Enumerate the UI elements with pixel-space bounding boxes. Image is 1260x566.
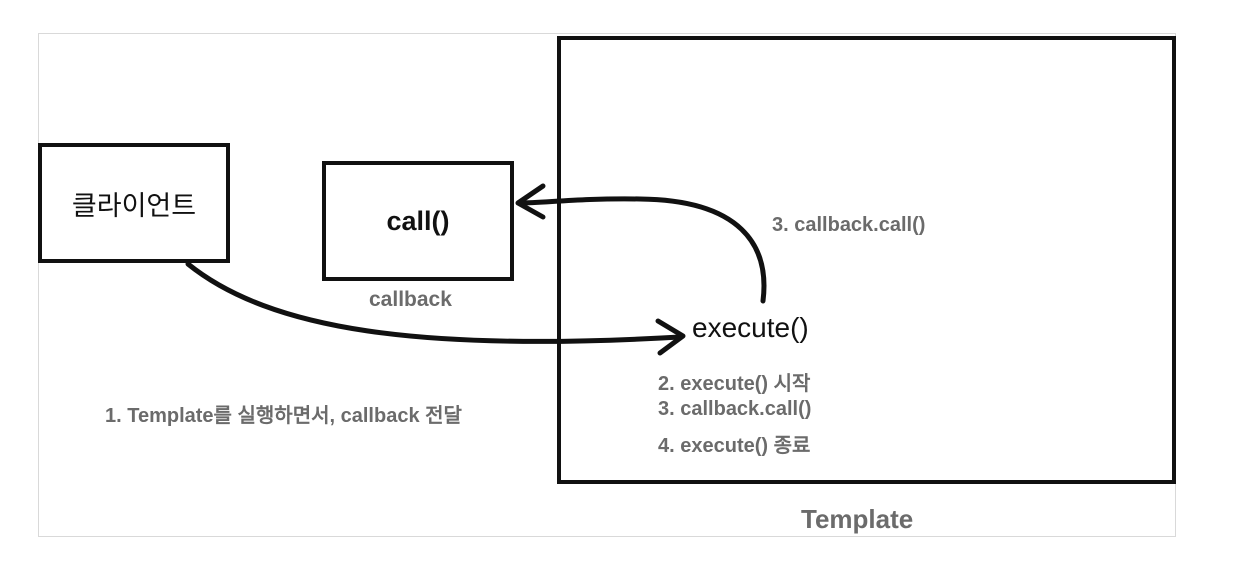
template-box (557, 36, 1176, 484)
arrowhead-call (515, 183, 546, 220)
arrow-label-client-to-execute: 1. Template를 실행하면서, callback 전달 (105, 405, 462, 427)
template-step-2: 3. callback.call() (658, 398, 812, 420)
arrow-execute-to-call (517, 196, 767, 304)
client-label: 클라이언트 (71, 190, 197, 222)
arrow-label-callback-call: 3. callback.call() (772, 214, 926, 236)
client-box: 클라이언트 (38, 143, 230, 263)
template-caption: Template (801, 504, 914, 534)
template-step-1: 2. execute() 시작 (658, 373, 811, 395)
callback-caption: callback (369, 288, 452, 311)
callback-box: call() (322, 161, 514, 281)
template-step-3: 4. execute() 종료 (658, 435, 811, 457)
execute-label: execute() (692, 312, 809, 343)
arrowhead-execute (655, 318, 686, 356)
arrow-client-to-execute (185, 261, 683, 344)
call-method-label: call() (386, 205, 450, 236)
